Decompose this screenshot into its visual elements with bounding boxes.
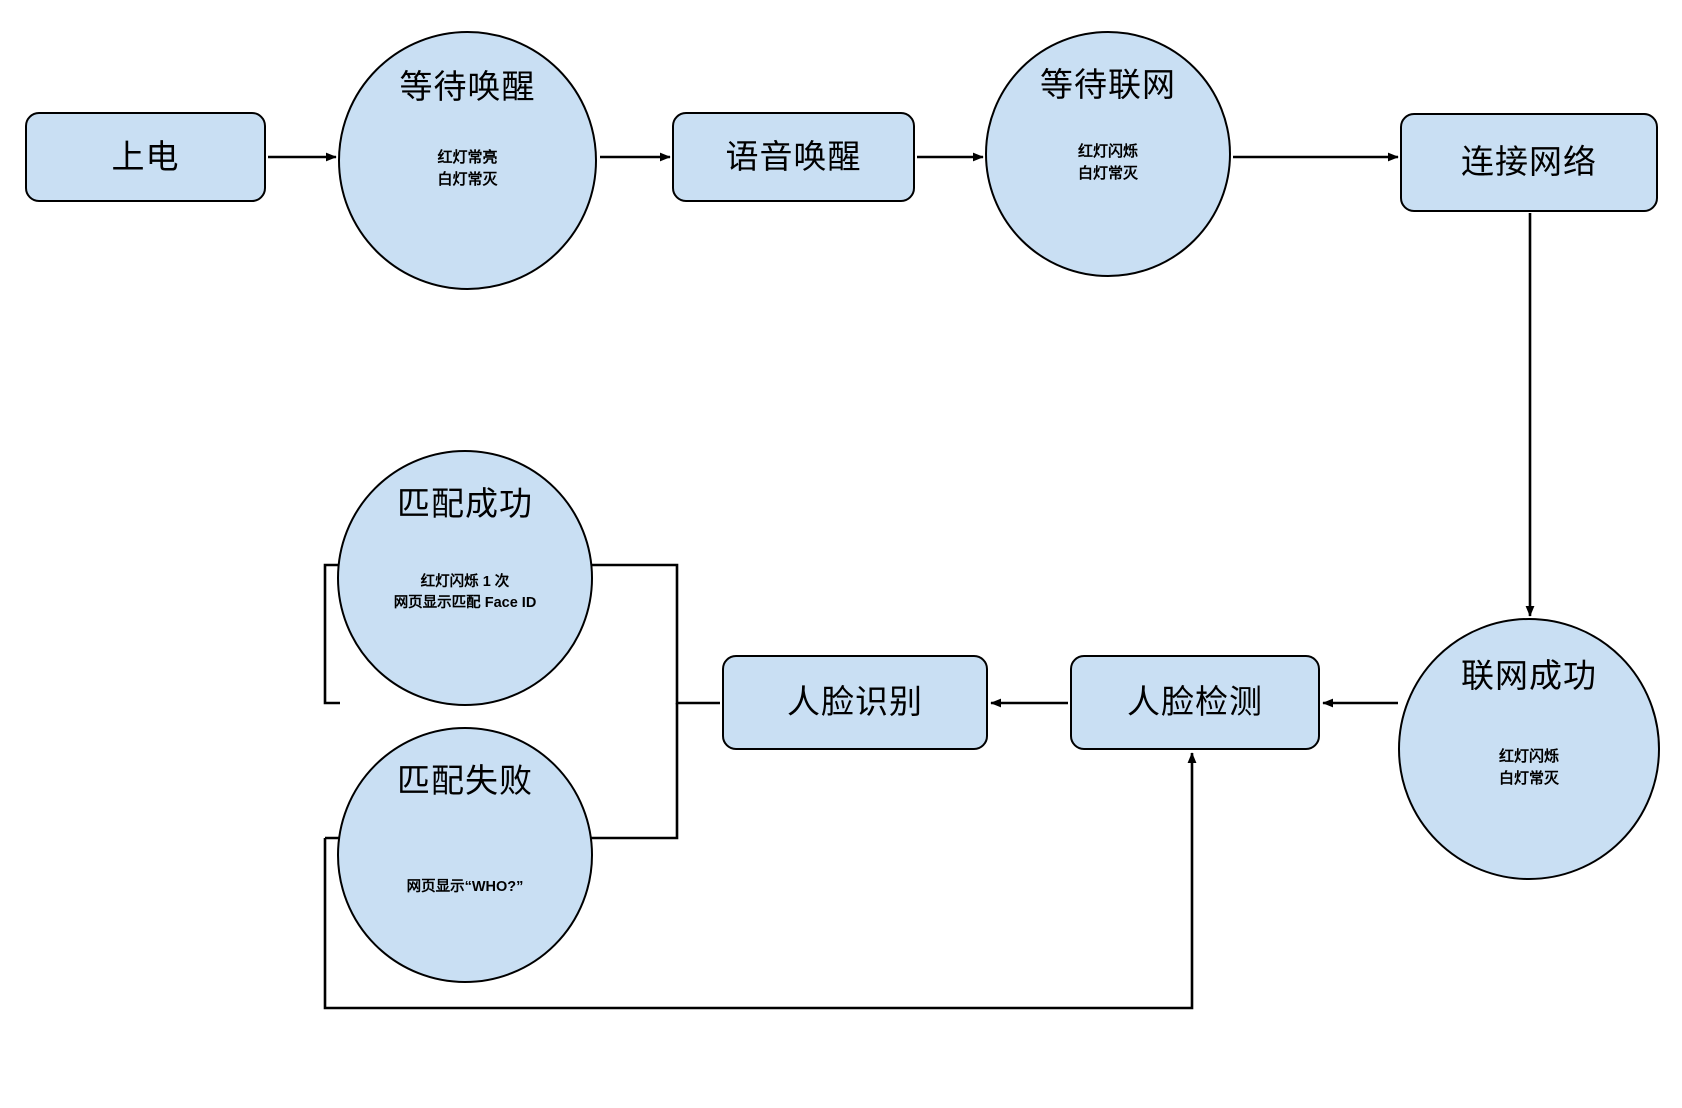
node-match-failure[interactable]: 匹配失败 网页显示“WHO?”	[337, 727, 593, 983]
node-match-failure-title: 匹配失败	[397, 762, 533, 799]
node-network-success-sub: 红灯闪烁 白灯常灭	[1498, 748, 1559, 788]
node-voice-wake-title: 语音唤醒	[725, 137, 862, 175]
node-wait-net-title: 等待联网	[1040, 66, 1176, 103]
node-power-title: 上电	[111, 137, 180, 175]
node-match-success[interactable]: 匹配成功 红灯闪烁 1 次 网页显示匹配 Face ID	[337, 450, 593, 706]
node-match-success-title: 匹配成功	[397, 485, 533, 522]
node-wait-net-sub: 红灯闪烁 白灯常灭	[1077, 143, 1138, 183]
node-power[interactable]: 上电	[25, 112, 266, 202]
node-wait-wake-sub: 红灯常亮 白灯常灭	[437, 149, 498, 189]
node-voice-wake[interactable]: 语音唤醒	[672, 112, 915, 202]
node-face-detection-title: 人脸检测	[1127, 683, 1263, 721]
node-match-success-sub: 红灯闪烁 1 次 网页显示匹配 Face ID	[393, 574, 537, 612]
node-wait-wake-title: 等待唤醒	[399, 68, 536, 105]
node-connect-network[interactable]: 连接网络	[1400, 113, 1658, 212]
node-match-failure-sub: 网页显示“WHO?”	[406, 879, 524, 896]
node-network-success[interactable]: 联网成功 红灯闪烁 白灯常灭	[1398, 618, 1660, 880]
node-face-detection[interactable]: 人脸检测	[1070, 655, 1320, 750]
node-wait-net[interactable]: 等待联网 红灯闪烁 白灯常灭	[985, 31, 1231, 277]
node-face-recognition-title: 人脸识别	[787, 683, 923, 721]
node-connect-network-title: 连接网络	[1461, 143, 1597, 181]
node-wait-wake[interactable]: 等待唤醒 红灯常亮 白灯常灭	[338, 31, 597, 290]
node-face-recognition[interactable]: 人脸识别	[722, 655, 988, 750]
node-network-success-title: 联网成功	[1461, 657, 1597, 694]
